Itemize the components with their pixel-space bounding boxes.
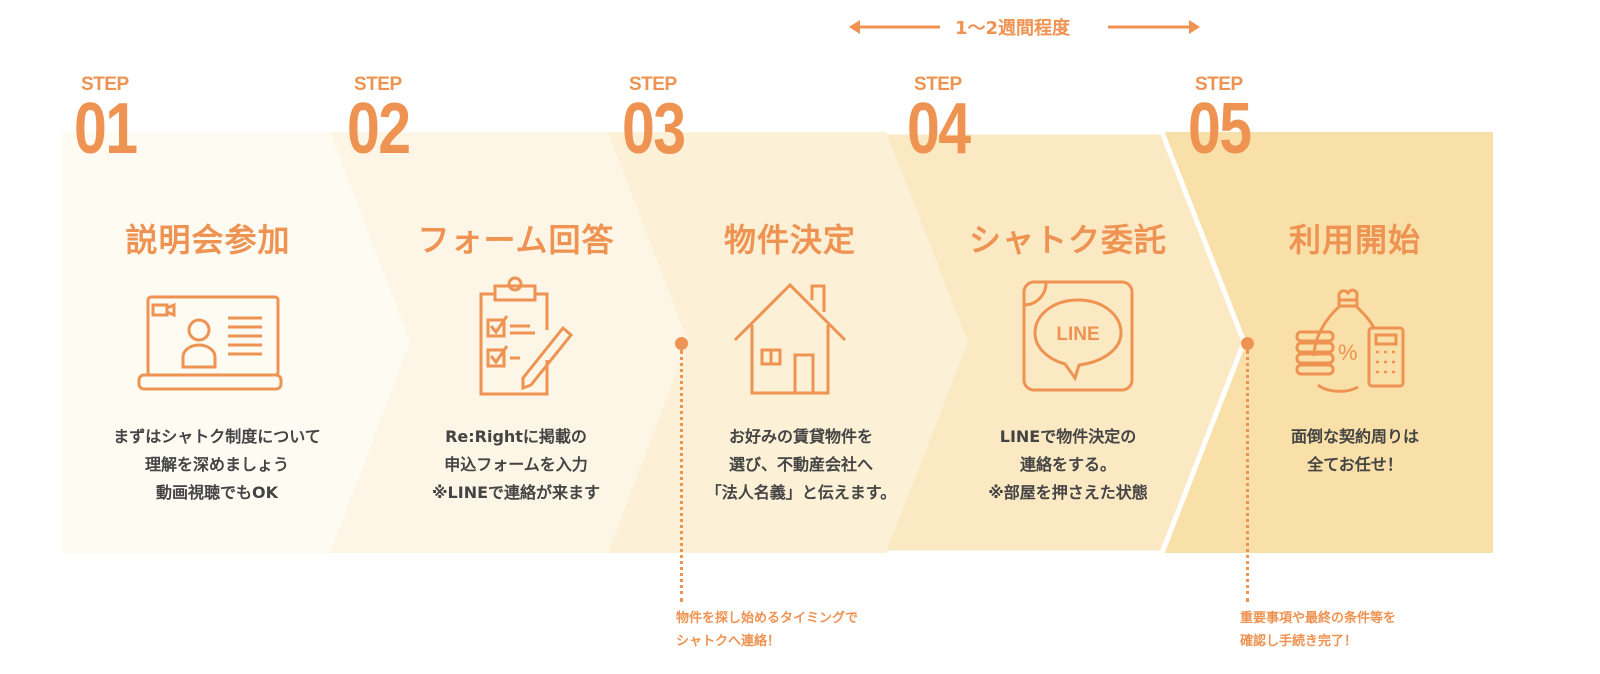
- house-icon: [733, 282, 847, 395]
- step-number: 03: [622, 89, 686, 169]
- money-bag-calculator-icon: %: [1295, 288, 1405, 393]
- note-line: 確認し手続き完了！: [1240, 634, 1358, 649]
- timeline-dot: [1241, 337, 1254, 350]
- desc-line: 申込フォームを入力: [444, 455, 588, 474]
- desc-line: 選び、不動産会社へ: [728, 455, 873, 474]
- desc-line: お好みの賃貸物件を: [728, 427, 873, 446]
- step-description: LINEで物件決定の 連絡をする。 ※部屋を押さえた状態: [918, 423, 1218, 507]
- step-title: フォーム回答: [417, 221, 615, 259]
- step-label: STEP: [354, 74, 402, 95]
- step-title: 利用開始: [1288, 221, 1421, 259]
- desc-line: 面倒な契約周りは: [1290, 427, 1419, 446]
- step-description: 面倒な契約周りは 全てお任せ！: [1205, 423, 1505, 479]
- desc-line: LINEで物件決定の: [999, 427, 1137, 446]
- step-description: まずはシャトク制度について 理解を深めましょう 動画視聴でもOK: [67, 423, 367, 507]
- step-description: Re:Rightに掲載の 申込フォームを入力 ※LINEで連絡が来ます: [366, 423, 666, 507]
- desc-line: 理解を深めましょう: [144, 455, 289, 474]
- line-app-icon: [1022, 280, 1134, 392]
- desc-line: 全てお任せ！: [1307, 455, 1403, 474]
- desc-line: ※部屋を押さえた状態: [988, 483, 1148, 502]
- step-number: 02: [347, 89, 411, 169]
- note-line: 物件を探し始めるタイミングで: [676, 611, 859, 626]
- step-number: 04: [907, 89, 971, 169]
- step-label: STEP: [914, 74, 962, 95]
- step-description: お好みの賃貸物件を 選び、不動産会社へ 「法人名義」と伝えます。: [651, 423, 951, 507]
- period-arrow-right-icon: [1108, 20, 1200, 34]
- svg-text:%: %: [1338, 340, 1358, 365]
- step-number: 01: [74, 89, 138, 169]
- dotted-connector: [1246, 350, 1249, 602]
- desc-line: ※LINEで連絡が来ます: [431, 483, 601, 502]
- note-contact-timing: 物件を探し始めるタイミングで シャトクへ連絡！: [676, 607, 858, 653]
- period-label: 1〜2週間程度: [955, 18, 1071, 39]
- clipboard-checklist-icon: [479, 276, 574, 396]
- step-label: STEP: [629, 74, 677, 95]
- timeline-dot: [675, 337, 688, 350]
- step-title: 物件決定: [723, 221, 856, 259]
- desc-line: 「法人名義」と伝えます。: [705, 483, 897, 502]
- note-line: シャトクへ連絡！: [676, 634, 781, 649]
- desc-line: Re:Rightに掲載の: [445, 427, 587, 446]
- line-icon-text: LINE: [1056, 324, 1099, 345]
- band-step-01: [62, 132, 410, 553]
- note-contract-complete: 重要事項や最終の条件等を 確認し手続き完了！: [1240, 607, 1396, 653]
- step-label: STEP: [1195, 74, 1243, 95]
- step-label: STEP: [81, 74, 129, 95]
- step-title: 説明会参加: [125, 221, 291, 259]
- period-arrow-left-icon: [849, 20, 940, 34]
- note-line: 重要事項や最終の条件等を: [1240, 611, 1397, 626]
- desc-line: 連絡をする。: [1019, 455, 1116, 474]
- video-call-laptop-icon: [137, 295, 283, 391]
- desc-line: 動画視聴でもOK: [155, 483, 278, 502]
- dotted-connector: [680, 350, 683, 602]
- step-title: シャトク委託: [968, 221, 1167, 259]
- desc-line: まずはシャトク制度について: [113, 427, 321, 446]
- step-number: 05: [1188, 89, 1252, 169]
